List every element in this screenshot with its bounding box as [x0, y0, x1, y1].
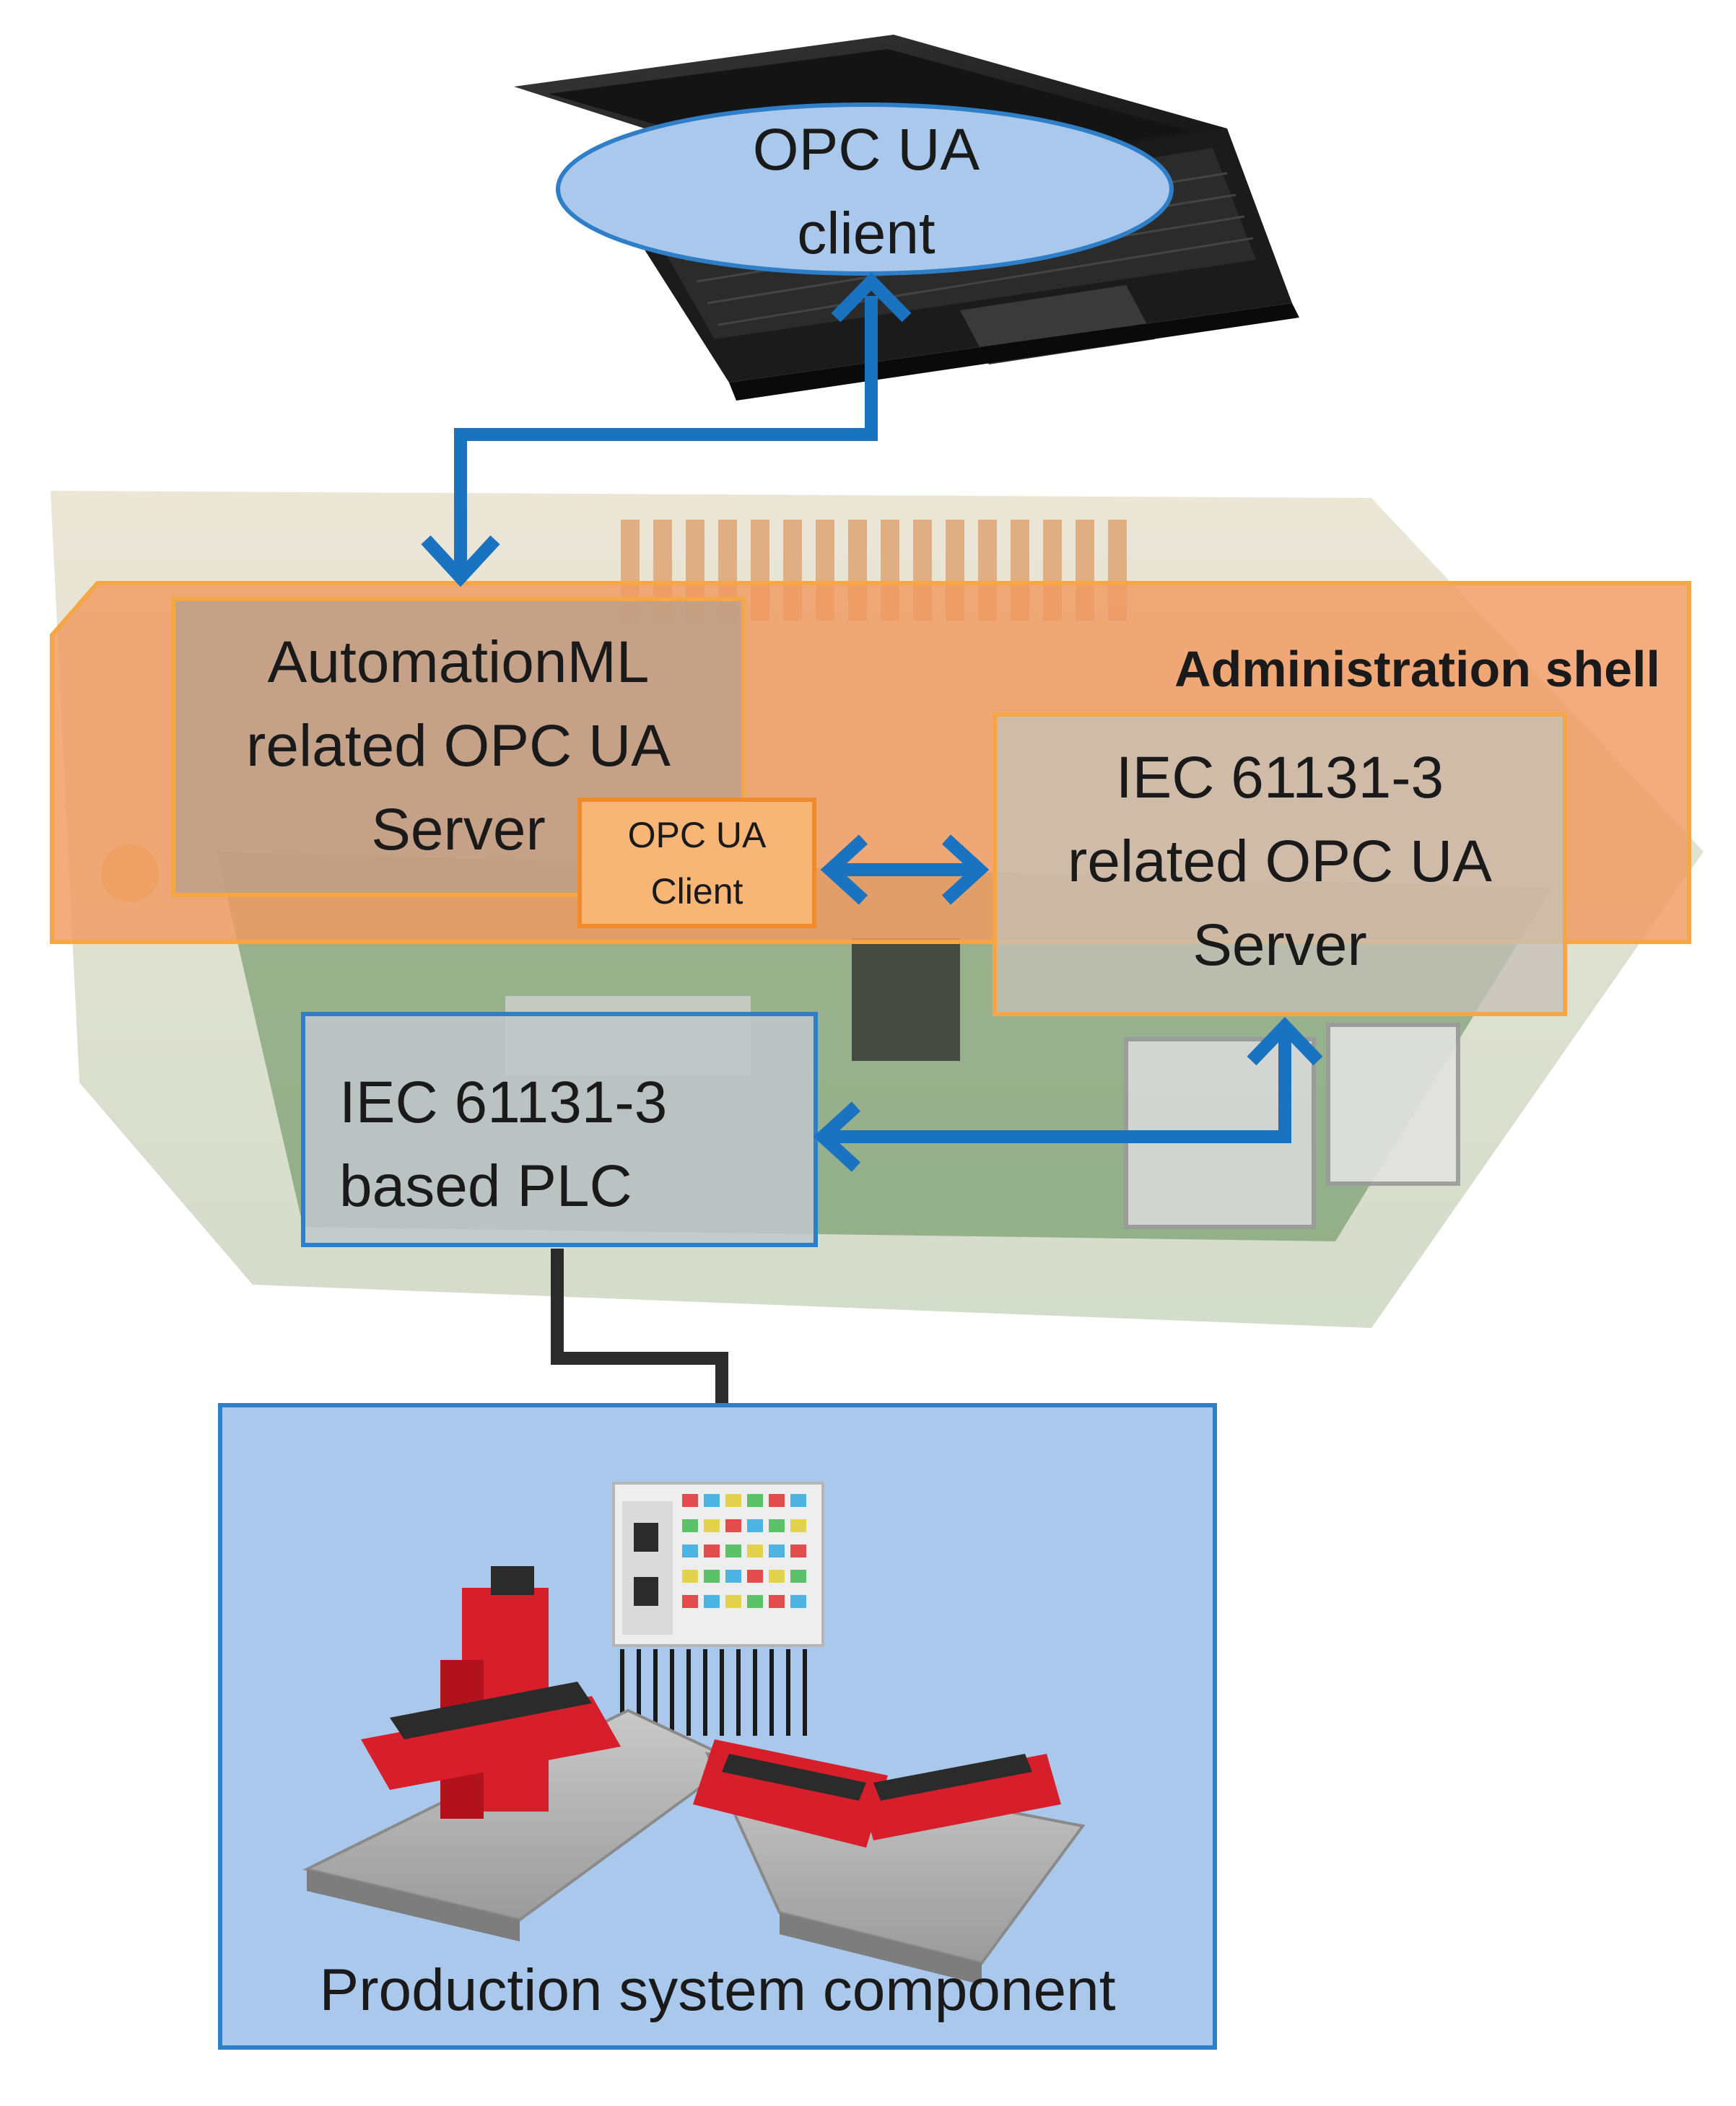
- arrowhead-left-plc: [813, 1101, 861, 1172]
- arrowhead-left-opc-client: [820, 834, 868, 905]
- arrowhead-right-iec-server: [941, 834, 990, 905]
- plc-line-2: based PLC: [339, 1153, 632, 1219]
- opc-ua-client-small-label: OPC UA Client: [580, 807, 814, 919]
- opc-ua-client-line-1: OPC UA: [752, 117, 980, 183]
- opc-ua-client-line-2: client: [797, 201, 935, 266]
- opc-ua-client-small-line-2: Client: [650, 871, 743, 912]
- conveyor-robot-illustration: [302, 1566, 1086, 1985]
- iec-server-line-3: Server: [1192, 912, 1367, 978]
- arrowhead-down-aml-server: [421, 535, 500, 587]
- opc-ua-client-small-line-1: OPC UA: [627, 815, 767, 855]
- opc-ua-client-box: [577, 798, 816, 928]
- automationml-server-line-3: Server: [371, 797, 546, 862]
- iec-server-label: IEC 61131-3 related OPC UA Server: [1002, 736, 1558, 987]
- automationml-server-line-1: AutomationML: [267, 629, 650, 695]
- arrowhead-up-iec-server: [1247, 1016, 1323, 1066]
- opc-ua-client-ellipse: [556, 102, 1174, 276]
- administration-shell-label: Administration shell: [1174, 641, 1660, 697]
- plc-iec-server-connector: [823, 1028, 1291, 1143]
- production-system-label: Production system component: [319, 1957, 1116, 2023]
- opc-ua-client-label: OPC UA client: [592, 108, 1140, 276]
- iec-server-box: [993, 712, 1567, 1016]
- automationml-server-line-2: related OPC UA: [246, 713, 671, 779]
- plc-box: [301, 1012, 818, 1247]
- arrowhead-up-client: [831, 272, 912, 323]
- plc-module-illustration: [612, 1482, 824, 1736]
- plc-label: IEC 61131-3 based PLC: [339, 1061, 801, 1228]
- iec-server-line-1: IEC 61131-3: [1115, 745, 1444, 810]
- client-server-connector: [454, 296, 878, 577]
- automationml-server-label: AutomationML related OPC UA Server: [180, 621, 736, 872]
- plc-line-1: IEC 61131-3: [339, 1070, 668, 1135]
- iec-server-line-2: related OPC UA: [1068, 829, 1492, 894]
